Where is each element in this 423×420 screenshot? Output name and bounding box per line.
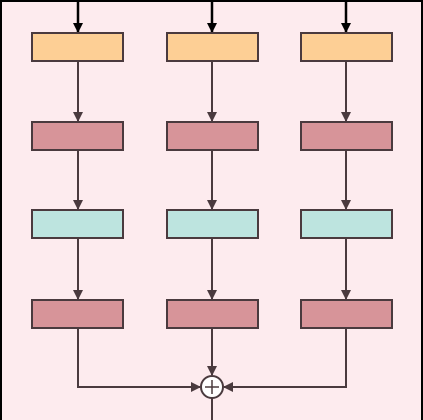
middle-block	[300, 209, 393, 239]
merge-layer	[77, 328, 347, 420]
merge-arrow-left	[77, 328, 201, 392]
input-block	[166, 32, 259, 62]
transform-block-1	[300, 121, 393, 151]
middle-block	[31, 209, 124, 239]
transform-block-1	[31, 121, 124, 151]
input-block	[300, 32, 393, 62]
column-left	[31, 0, 124, 329]
transform-block-2	[300, 299, 393, 329]
column-center	[166, 0, 259, 329]
transform-block-2	[166, 299, 259, 329]
merge-arrow-right	[223, 328, 347, 392]
column-right	[300, 0, 393, 329]
transform-block-1	[166, 121, 259, 151]
columns-layer	[31, 0, 393, 329]
transform-block-2	[31, 299, 124, 329]
input-block	[31, 32, 124, 62]
middle-block	[166, 209, 259, 239]
circle-plus-icon	[200, 375, 224, 399]
